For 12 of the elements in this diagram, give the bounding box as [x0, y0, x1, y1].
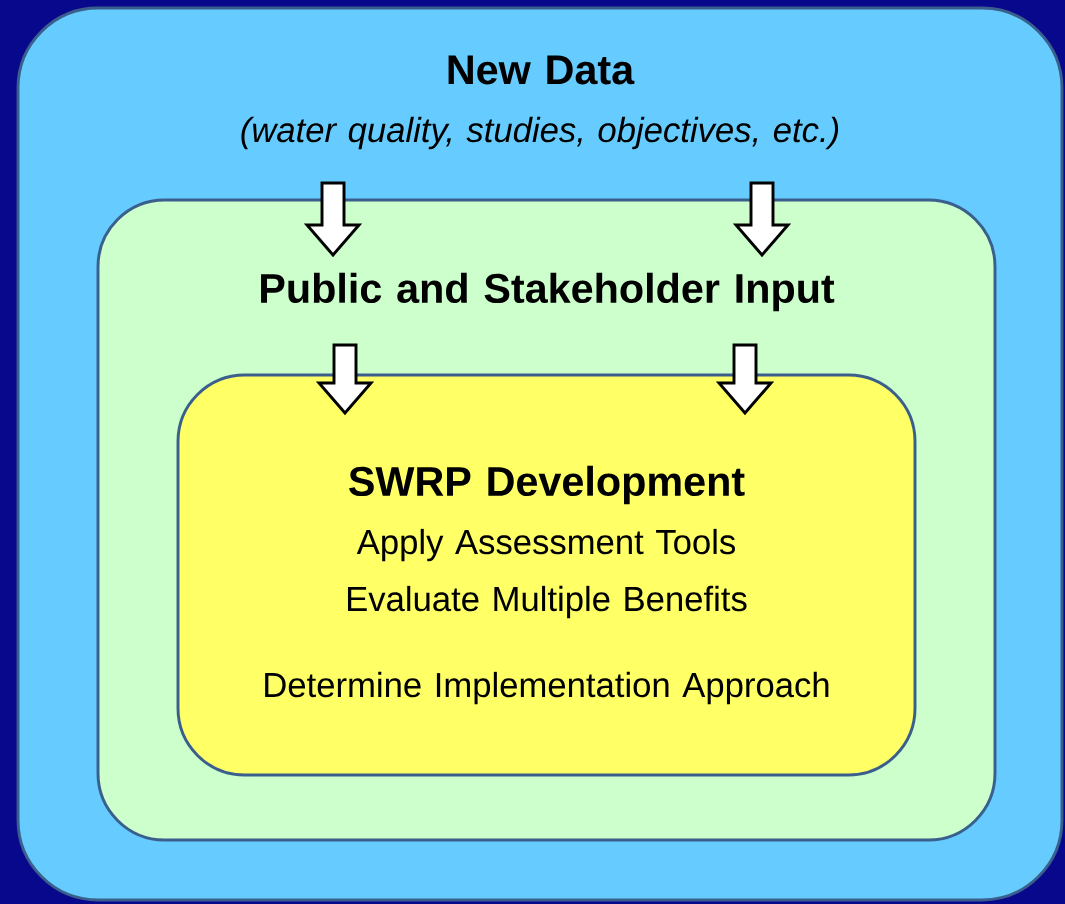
nested-panel: [176, 373, 917, 777]
body-text: Evaluate Multiple Benefits: [348, 585, 747, 619]
block-arrow: [315, 343, 375, 416]
heading: New Data: [448, 55, 635, 85]
body-text: Apply Assessment Tools: [356, 528, 735, 562]
heading: SWRP Development: [349, 465, 745, 505]
block-arrow: [303, 181, 363, 258]
heading: Public and Stakeholder Input: [261, 272, 835, 312]
block-arrow: [715, 343, 775, 416]
block-arrow: [732, 181, 792, 258]
body-text: Determine Implementation Approach: [265, 671, 829, 705]
subheading: (water quality, studies, objectives, etc.): [241, 116, 839, 150]
